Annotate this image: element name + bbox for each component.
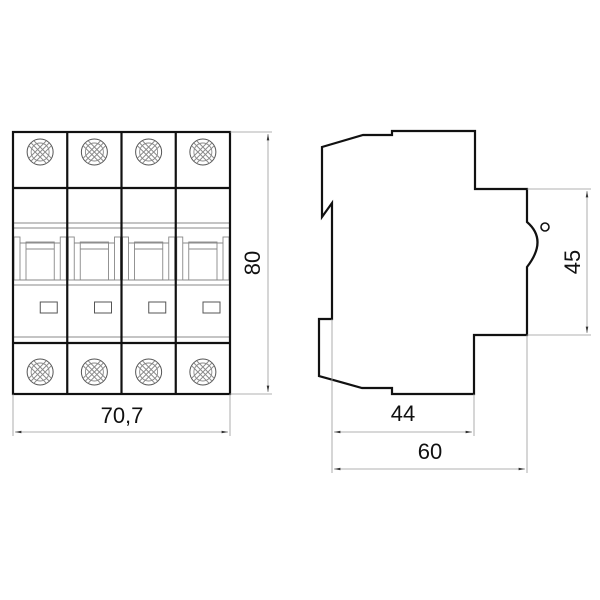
toggle-frame-left	[122, 236, 129, 281]
terminal-screw-icon	[26, 358, 54, 386]
side-view-outline	[317, 129, 539, 396]
height-dimension: 80	[230, 131, 272, 395]
terminal-screw-icon	[80, 138, 108, 166]
toggle-frame-left	[176, 236, 184, 281]
toggle-frame-left	[13, 236, 21, 281]
status-indicator	[202, 301, 221, 314]
toggle-lever	[79, 241, 109, 281]
rail-height-dimension: 45	[527, 188, 591, 336]
toggle-lever	[134, 241, 164, 281]
rail-height-label: 45	[560, 250, 585, 274]
release-lever-icon	[540, 222, 550, 232]
status-indicator	[39, 301, 58, 314]
depth-44-label: 44	[391, 401, 415, 426]
terminal-screw-icon	[80, 358, 108, 386]
terminal-screw-icon	[189, 138, 217, 166]
terminal-screw-icon	[189, 358, 217, 386]
status-indicator	[94, 301, 112, 314]
toggle-frame-right	[168, 236, 176, 281]
depth-dimensions: 44 60	[331, 319, 528, 473]
status-indicator	[148, 301, 167, 314]
terminal-screw-icon	[135, 358, 163, 386]
terminal-screw-icon	[26, 138, 54, 166]
terminal-screw-icon	[135, 138, 163, 166]
width-label: 70,7	[101, 403, 144, 428]
front-view	[11, 130, 232, 396]
toggle-lever	[25, 241, 55, 281]
depth-60-label: 60	[418, 439, 442, 464]
toggle-lever	[188, 241, 218, 281]
height-label: 80	[240, 251, 265, 275]
toggle-frame-right	[114, 236, 121, 281]
toggle-frame-left	[67, 236, 75, 281]
toggle-frame-right	[59, 236, 67, 281]
width-dimension: 70,7	[12, 394, 231, 436]
toggle-frame-right	[222, 236, 230, 281]
